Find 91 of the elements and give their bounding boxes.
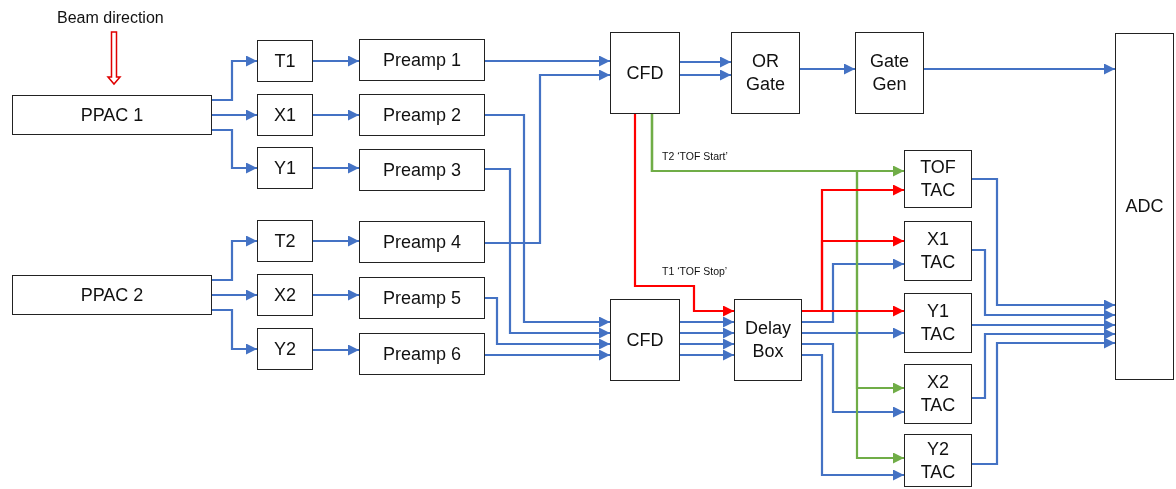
box-label: PPAC 2 [80,283,144,307]
arrow [680,316,734,328]
process-box [359,39,485,81]
arrow [313,162,359,174]
arrow [485,113,610,328]
arrow [212,109,257,121]
arrow [802,327,904,339]
edge-label: T1 ‘TOF Stop’ [660,265,730,277]
arrow [313,235,359,247]
arrow [972,337,1115,466]
arrow [485,167,610,339]
box-label: Delay Box [745,317,791,363]
box-label: X2 TAC [920,371,956,417]
process-box [359,149,485,191]
arrow [313,55,359,67]
arrow [212,308,257,355]
process-box [904,364,972,424]
process-box [359,221,485,263]
process-box [257,220,313,262]
process-box [855,32,924,114]
arrow [680,338,734,350]
process-box [12,275,212,315]
arrow [802,258,904,324]
arrow [313,109,359,121]
box-label: Gate Gen [870,50,909,96]
process-box [257,328,313,370]
arrow [802,353,904,481]
box-label: X1 [274,103,296,127]
box-label: Preamp 6 [382,342,461,366]
process-box [257,94,313,136]
edge-label: T2 ‘TOF Start’ [660,150,730,162]
process-box [359,94,485,136]
box-label: Y2 TAC [920,437,956,484]
box-label: CFD [626,61,664,85]
box-label: Preamp 1 [382,48,461,72]
arrow [313,344,359,356]
box-label: Y2 [274,337,296,361]
arrow [485,55,610,67]
box-label: Y1 [274,156,296,180]
process-box [904,150,972,208]
box-label: PPAC 1 [80,103,144,127]
arrow [680,327,734,339]
box-label: Preamp 2 [382,103,461,127]
process-box [610,32,680,114]
box-label: Preamp 5 [382,286,461,310]
arrow [972,319,1115,331]
box-label: T1 [274,49,296,73]
arrow [485,296,610,350]
process-box [257,147,313,189]
arrow [212,128,257,174]
arrow [212,235,257,282]
box-label: X2 [274,283,296,307]
arrow [924,63,1115,75]
box-label: CFD [626,328,664,352]
process-box [731,32,800,114]
process-box [359,277,485,319]
arrow [802,305,904,317]
arrow [972,177,1115,311]
box-label: TOF TAC [920,156,956,202]
process-box [610,299,680,381]
arrow [212,55,257,102]
process-box [12,95,212,135]
arrow [485,349,610,361]
process-box [257,40,313,82]
process-box [1115,33,1174,380]
arrow [313,289,359,301]
box-label: T2 [274,229,296,253]
process-box [734,299,802,381]
process-box [359,333,485,375]
arrow [800,63,855,75]
box-label: Y1 TAC [920,300,956,346]
annotation-label: Beam direction [57,9,164,27]
arrow [972,328,1115,400]
process-box [904,434,972,487]
arrow [485,69,610,245]
box-label: Preamp 3 [382,158,461,182]
box-label: ADC [1125,195,1164,218]
box-label: X1 TAC [920,228,956,274]
arrow [680,349,734,361]
arrow [212,289,257,301]
box-label: Preamp 4 [382,230,461,254]
arrow [972,248,1115,321]
arrow [633,114,734,317]
process-box [904,221,972,281]
arrow [680,69,731,81]
box-label: OR Gate [746,50,785,96]
arrow [650,114,904,464]
process-box [257,274,313,316]
process-box [904,293,972,353]
arrow [680,56,731,68]
arrow [802,342,904,418]
